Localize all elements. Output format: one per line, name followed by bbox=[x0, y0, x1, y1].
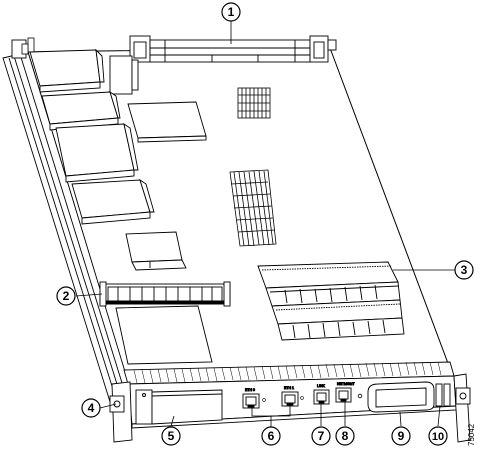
memory-module-dimm bbox=[99, 281, 231, 307]
leader-lines bbox=[75, 20, 455, 427]
callout-1-label: 1 bbox=[228, 5, 235, 19]
eth0-label: ETH 0 bbox=[245, 388, 255, 392]
power-modules bbox=[29, 48, 155, 225]
console-port[interactable]: LINK bbox=[313, 384, 330, 405]
callout-6-label: 6 bbox=[268, 429, 275, 443]
callout-2: 2 bbox=[56, 286, 76, 306]
heatsink-top bbox=[237, 87, 271, 119]
reset-pinhole[interactable] bbox=[357, 393, 363, 399]
small-chip bbox=[125, 231, 187, 271]
callout-5-label: 5 bbox=[168, 429, 175, 443]
figure-id: 75042 bbox=[467, 423, 476, 446]
link-label: LINK bbox=[317, 384, 325, 388]
right-ejector-lever[interactable] bbox=[453, 373, 471, 443]
callout-6: 6 bbox=[261, 426, 281, 446]
callout-3: 3 bbox=[454, 260, 474, 280]
callout-4-label: 4 bbox=[88, 401, 95, 415]
asic-chip bbox=[127, 101, 207, 143]
callout-10-label: 10 bbox=[432, 431, 444, 443]
callout-1: 1 bbox=[221, 2, 241, 22]
callout-10: 10 bbox=[428, 426, 448, 446]
heatsink-cpu bbox=[229, 169, 277, 247]
external-card-slot[interactable] bbox=[367, 381, 435, 413]
callout-8-label: 8 bbox=[342, 429, 349, 443]
callout-2-label: 2 bbox=[63, 289, 70, 303]
callout-9: 9 bbox=[391, 426, 411, 446]
callout-5: 5 bbox=[161, 426, 181, 446]
callout-3-label: 3 bbox=[461, 263, 468, 277]
callout-4: 4 bbox=[81, 398, 101, 418]
pcmcia-slot[interactable] bbox=[135, 389, 223, 425]
left-ejector-lever[interactable] bbox=[109, 381, 133, 443]
ethernet-port-0[interactable]: ETH 0 bbox=[242, 388, 260, 409]
callout-8: 8 bbox=[335, 426, 355, 446]
usb-slots[interactable] bbox=[435, 383, 451, 407]
callout-7-label: 7 bbox=[318, 429, 325, 443]
netmgmt-label: NETMGMT bbox=[337, 382, 356, 386]
callout-7: 7 bbox=[311, 426, 331, 446]
backplane-connector bbox=[129, 35, 337, 63]
memory-sockets bbox=[257, 261, 405, 341]
status-leds bbox=[262, 396, 304, 402]
flash-card-bay bbox=[115, 305, 213, 365]
eth1-label: ETH 1 bbox=[284, 386, 294, 390]
auxiliary-port[interactable]: NETMGMT bbox=[335, 382, 356, 403]
callout-9-label: 9 bbox=[398, 429, 405, 443]
